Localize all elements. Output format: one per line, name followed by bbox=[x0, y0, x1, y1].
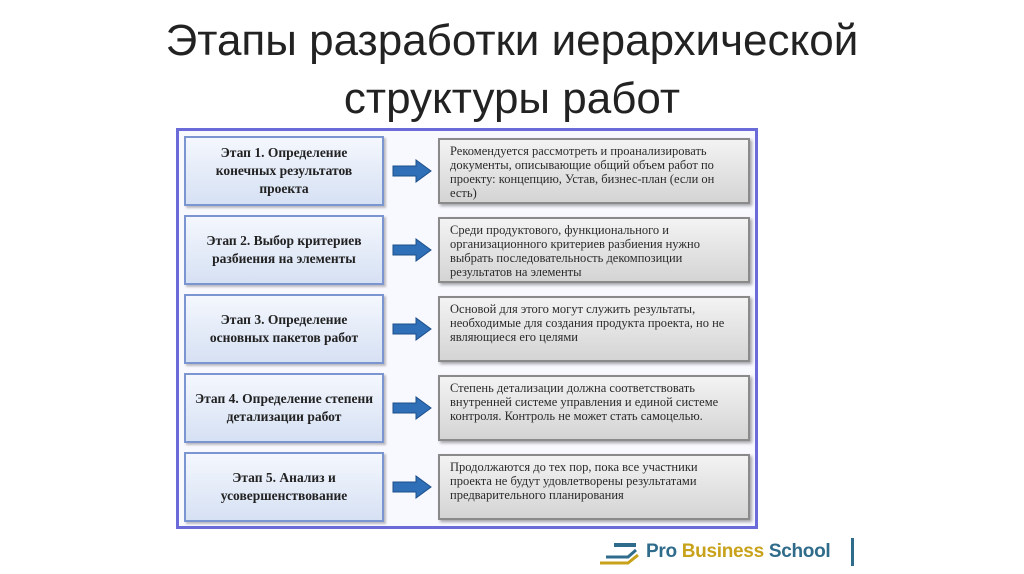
stage-box: Этап 3. Определение основных пакетов раб… bbox=[184, 294, 384, 364]
stage-description: Степень детализации должна соответствова… bbox=[438, 375, 750, 441]
logo-mark-icon bbox=[600, 543, 639, 565]
stage-row: Этап 2. Выбор критериев разбиения на эле… bbox=[184, 215, 750, 285]
stage-box: Этап 4. Определение степени детализации … bbox=[184, 373, 384, 443]
stage-box: Этап 2. Выбор критериев разбиения на эле… bbox=[184, 215, 384, 285]
stage-description: Продолжаются до тех пор, пока все участн… bbox=[438, 454, 750, 520]
title-line-2: структуры работ bbox=[343, 74, 681, 123]
stage-description: Рекомендуется рассмотреть и проанализиро… bbox=[438, 138, 750, 204]
right-arrow-icon bbox=[392, 317, 432, 341]
stage-description: Среди продуктового, функционального и ор… bbox=[438, 217, 750, 283]
right-arrow-icon bbox=[392, 396, 432, 420]
title-line-1: Этапы разработки иерархической bbox=[165, 16, 859, 65]
logo-pro-text: Pro bbox=[646, 541, 677, 562]
right-arrow-icon bbox=[392, 159, 432, 183]
stage-box: Этап 5. Анализ и усовершенствование bbox=[184, 452, 384, 522]
logo-business-text: Business bbox=[681, 541, 764, 562]
right-arrow-icon bbox=[392, 475, 432, 499]
right-arrow-icon bbox=[392, 238, 432, 262]
stage-row: Этап 5. Анализ и усовершенствование Прод… bbox=[184, 452, 750, 522]
stages-diagram: Этап 1. Определение конечных результатов… bbox=[176, 128, 758, 529]
slide-title: Этапы разработки иерархической структуры… bbox=[100, 12, 924, 128]
stage-row: Этап 4. Определение степени детализации … bbox=[184, 373, 750, 443]
pro-business-school-logo: Pro Business School bbox=[598, 534, 860, 570]
stage-description: Основой для этого могут служить результа… bbox=[438, 296, 750, 362]
stage-row: Этап 1. Определение конечных результатов… bbox=[184, 136, 750, 206]
stage-box: Этап 1. Определение конечных результатов… bbox=[184, 136, 384, 206]
logo-divider bbox=[851, 538, 854, 566]
stage-row: Этап 3. Определение основных пакетов раб… bbox=[184, 294, 750, 364]
logo-school-text: School bbox=[768, 541, 831, 562]
